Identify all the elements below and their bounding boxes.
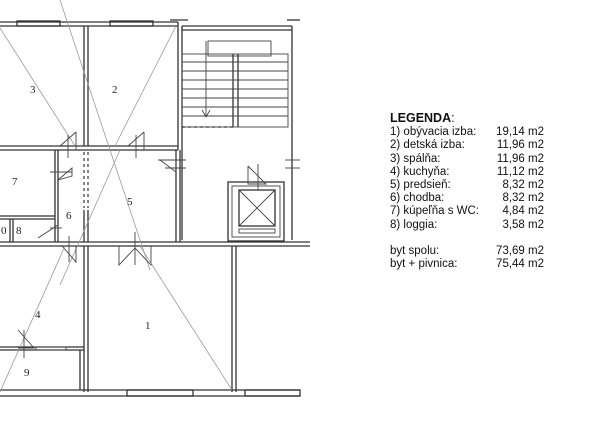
legend-row: 6) chodba:8,32 m2 xyxy=(390,192,544,205)
window-icon xyxy=(16,20,61,27)
legend: LEGENDA: 1) obývacia izba:19,14 m2 2) de… xyxy=(390,111,544,271)
legend-row: 5) predsieň:8,32 m2 xyxy=(390,179,544,192)
legend-row: 2) detská izba:11,96 m2 xyxy=(390,139,544,152)
door-icon xyxy=(59,131,77,158)
door-icon xyxy=(158,159,180,173)
room-label-2: 2 xyxy=(112,84,118,96)
floor-plan: 3 2 7 5 6 0 8 4 1 9 xyxy=(0,0,310,397)
legend-total-row: byt + pivnica:75,44 m2 xyxy=(390,258,544,271)
room-label-0: 0 xyxy=(1,225,7,237)
legend-title: LEGENDA: xyxy=(390,111,455,125)
window-icon xyxy=(244,389,301,397)
door-icon xyxy=(50,167,73,181)
door-icon xyxy=(127,131,145,158)
legend-row: 1) obývacia izba:19,14 m2 xyxy=(390,126,544,139)
room-label-4: 4 xyxy=(35,309,41,321)
legend-row: 4) kuchyňa:11,12 m2 xyxy=(390,165,544,178)
door-icon xyxy=(17,329,36,358)
room-label-9: 9 xyxy=(24,367,30,379)
legend-row: 8) loggia:3,58 m2 xyxy=(390,218,544,231)
room-label-8: 8 xyxy=(16,225,22,237)
legend-row: 3) spálňa:11,96 m2 xyxy=(390,152,544,165)
room-label-6: 6 xyxy=(66,210,72,222)
elevator-icon xyxy=(227,164,285,242)
staircase-icon xyxy=(170,19,300,240)
legend-total-row: byt spolu:73,69 m2 xyxy=(390,244,544,257)
room-label-7: 7 xyxy=(12,176,18,188)
room-label-1: 1 xyxy=(145,320,151,332)
top-wall xyxy=(0,20,179,150)
door-icon xyxy=(37,224,62,240)
door-icon xyxy=(118,232,152,267)
legend-row: 7) kúpeľňa s WC:4,84 m2 xyxy=(390,205,544,218)
room-label-3: 3 xyxy=(30,84,36,96)
room-label-5: 5 xyxy=(127,196,133,208)
window-icon xyxy=(109,20,154,27)
door-icon xyxy=(61,236,77,264)
window-icon xyxy=(126,389,194,397)
